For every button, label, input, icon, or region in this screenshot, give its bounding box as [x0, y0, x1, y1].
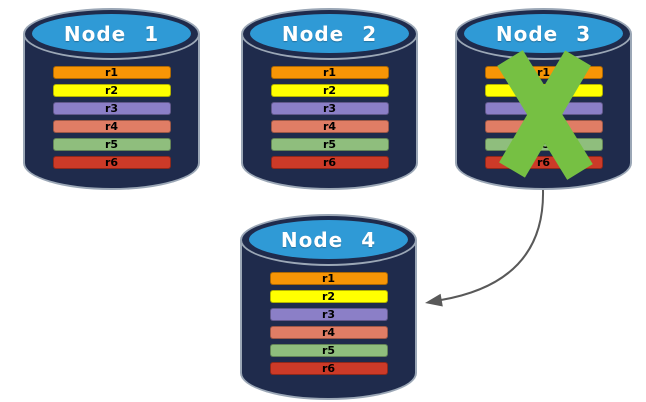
row-list: r1 r2 r3 r4 r5 r6 — [52, 66, 171, 174]
row-r1: r1 — [270, 66, 389, 79]
cylinder-top: Node 4 — [240, 214, 417, 266]
node-label: Node 3 — [495, 22, 592, 46]
node-label: Node 1 — [63, 22, 160, 46]
row-r5: r5 — [484, 138, 603, 151]
row-r3: r3 — [270, 102, 389, 115]
row-r2: r2 — [52, 84, 171, 97]
cylinder-top: Node 1 — [23, 8, 200, 60]
row-list: r1 r2 r3 r4 r5 r6 — [484, 66, 603, 174]
row-r2: r2 — [269, 290, 388, 303]
row-r4: r4 — [269, 326, 388, 339]
row-r1: r1 — [52, 66, 171, 79]
row-r6: r6 — [484, 156, 603, 169]
row-r6: r6 — [52, 156, 171, 169]
row-r1: r1 — [484, 66, 603, 79]
cylinder-top: Node 2 — [241, 8, 418, 60]
row-r5: r5 — [270, 138, 389, 151]
row-r3: r3 — [484, 102, 603, 115]
row-r5: r5 — [52, 138, 171, 151]
row-r1: r1 — [269, 272, 388, 285]
row-r4: r4 — [52, 120, 171, 133]
row-r4: r4 — [484, 120, 603, 133]
row-r6: r6 — [270, 156, 389, 169]
row-r3: r3 — [269, 308, 388, 321]
row-list: r1 r2 r3 r4 r5 r6 — [269, 272, 388, 380]
row-r4: r4 — [270, 120, 389, 133]
failover-arrow-icon — [425, 189, 545, 307]
row-r3: r3 — [52, 102, 171, 115]
db-node-1: Node 1 r1 r2 r3 r4 r5 r6 — [23, 8, 200, 190]
row-r2: r2 — [270, 84, 389, 97]
db-node-3-failed: Node 3 r1 r2 r3 r4 r5 r6 — [455, 8, 632, 190]
node-label: Node 4 — [280, 228, 377, 252]
row-list: r1 r2 r3 r4 r5 r6 — [270, 66, 389, 174]
cylinder-top: Node 3 — [455, 8, 632, 60]
row-r2: r2 — [484, 84, 603, 97]
row-r6: r6 — [269, 362, 388, 375]
db-node-2: Node 2 r1 r2 r3 r4 r5 r6 — [241, 8, 418, 190]
db-node-4: Node 4 r1 r2 r3 r4 r5 r6 — [240, 214, 417, 400]
row-r5: r5 — [269, 344, 388, 357]
node-label: Node 2 — [281, 22, 378, 46]
